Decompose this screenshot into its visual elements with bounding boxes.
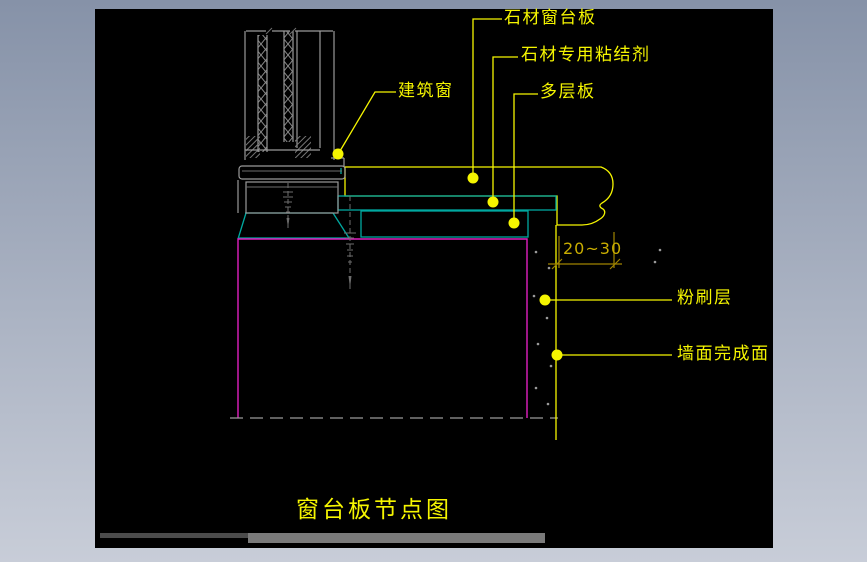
scrollbar-segment[interactable] xyxy=(100,533,248,538)
leader-lines xyxy=(332,18,672,361)
label-plywood: 多层板 xyxy=(540,82,596,102)
screw-symbol xyxy=(283,183,293,228)
scrollbar-thumb[interactable] xyxy=(248,533,545,543)
adhesive-layer-section xyxy=(337,195,557,211)
anchor-symbol xyxy=(344,196,356,292)
cad-canvas[interactable]: 石材窗台板 石材专用粘结剂 多层板 建筑窗 粉刷层 墙面完成面 20~30 窗台… xyxy=(95,9,773,548)
label-stone-sill: 石材窗台板 xyxy=(504,8,597,28)
label-wall-finish: 墙面完成面 xyxy=(677,344,770,364)
plywood-layer-section xyxy=(360,210,529,238)
label-building-window: 建筑窗 xyxy=(398,81,454,101)
dimension-20-30 xyxy=(548,232,622,270)
stone-sill-section xyxy=(344,166,614,226)
window-frame-section xyxy=(237,27,356,292)
detail-drawing xyxy=(230,18,672,440)
plaster-stipple xyxy=(532,248,662,406)
wall-section xyxy=(230,238,558,419)
label-plaster-layer: 粉刷层 xyxy=(677,288,733,308)
drawing-title: 窗台板节点图 xyxy=(296,497,452,523)
label-stone-adhesive: 石材专用粘结剂 xyxy=(521,45,651,65)
dimension-text: 20~30 xyxy=(563,239,623,258)
